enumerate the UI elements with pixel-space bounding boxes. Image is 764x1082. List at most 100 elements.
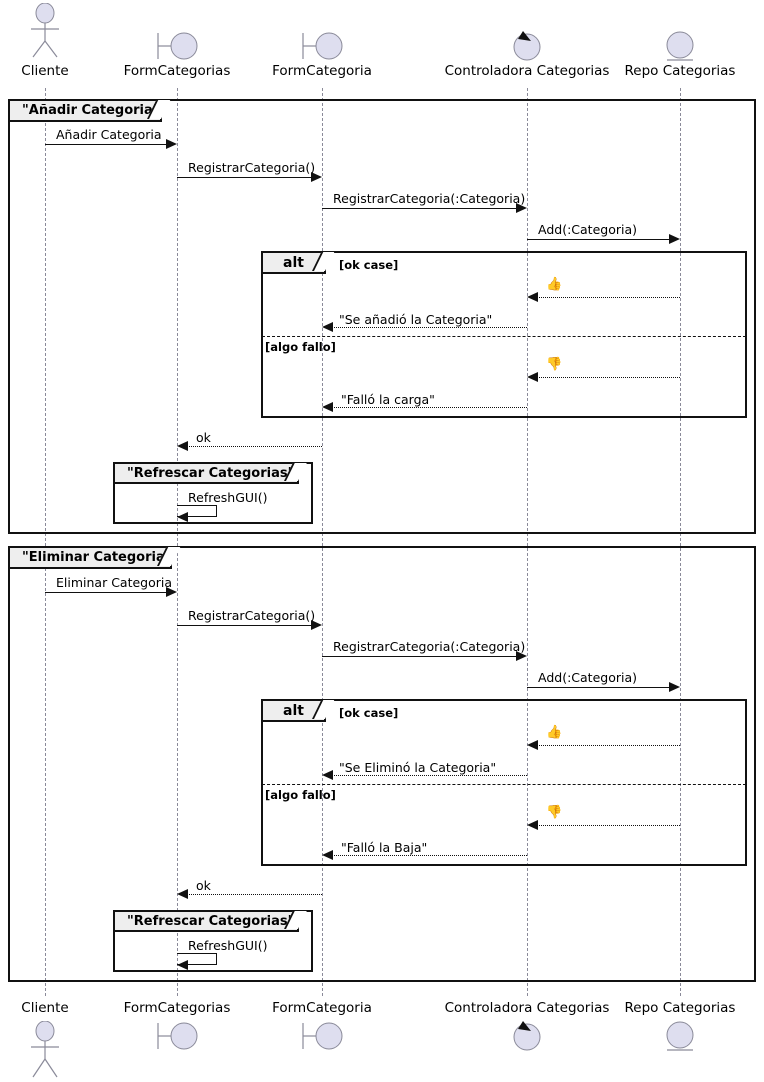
- group-tab-refrescar-1: "Refrescar Categorias": [115, 463, 307, 484]
- message-label-se-elimino: "Se Eliminó la Categoria": [339, 760, 497, 775]
- alt-keyword-label-1: alt: [283, 254, 304, 271]
- thumbs-down-icon-1: 👎: [546, 357, 563, 372]
- alt-frame-1: [261, 251, 747, 418]
- arrowhead-eliminar-categoria: [166, 587, 177, 597]
- participant-label-formcategorias-top: FormCategorias: [123, 63, 231, 79]
- alt-divider-1: [262, 336, 746, 337]
- alt-tab-1: alt: [263, 252, 335, 274]
- message-label-registrar-categoria-param-1: RegistrarCategoria(:Categoria): [333, 191, 526, 206]
- actor-icon-cliente-bottom: [24, 1021, 66, 1078]
- control-icon-controladora-top: [510, 28, 544, 62]
- message-line-add-categoria-1: [527, 239, 669, 240]
- arrowhead-return-ok-2: [527, 740, 538, 750]
- lifeline-formcategoria: [322, 88, 323, 996]
- group-tab-label-refrescar-1: "Refrescar Categorias": [127, 465, 295, 481]
- group-tab-label-eliminar: "Eliminar Categoria": [22, 550, 172, 565]
- arrowhead-return-fail-1: [527, 372, 538, 382]
- message-line-registrar-categoria-param-2: [322, 656, 516, 657]
- alt-guard-ok-2: [ok case]: [339, 706, 399, 720]
- group-frame-anadir-categoria: [8, 99, 756, 534]
- arrowhead-add-categoria-1: [669, 234, 680, 244]
- alt-divider-2: [262, 784, 746, 785]
- arrowhead-registrar-categoria-param-1: [516, 203, 527, 213]
- lifeline-formcategorias: [177, 88, 178, 996]
- return-line-ok-2: [536, 745, 680, 746]
- arrowhead-fallo-carga: [322, 402, 333, 412]
- return-line-se-elimino: [331, 775, 527, 776]
- arrowhead-registrar-categoria-2: [311, 620, 322, 630]
- group-frame-refrescar-1: [113, 462, 313, 524]
- group-frame-eliminar-categoria: [8, 546, 756, 982]
- alt-keyword-label-2: alt: [283, 702, 304, 719]
- group-tab-anadir-categoria: "Añadir Categoria": [10, 100, 171, 122]
- lifeline-cliente: [45, 88, 46, 996]
- message-label-eliminar-categoria: Eliminar Categoria: [56, 575, 173, 590]
- return-line-fail-2: [536, 825, 680, 826]
- participant-label-repo-top: Repo Categorias: [624, 63, 736, 79]
- message-label-anadir-categoria: Añadir Categoria: [56, 127, 162, 142]
- message-label-fallo-baja: "Falló la Baja": [341, 840, 428, 855]
- alt-tab-2: alt: [263, 700, 335, 722]
- arrowhead-registrar-categoria-1: [311, 172, 322, 182]
- arrowhead-ok-2: [177, 889, 188, 899]
- participant-label-formcategorias-bottom: FormCategorias: [123, 1000, 231, 1016]
- group-tab-label-refrescar-2: "Refrescar Categorias": [127, 913, 295, 929]
- group-tab-eliminar-categoria: "Eliminar Categoria": [10, 547, 181, 569]
- arrowhead-fallo-baja: [322, 850, 333, 860]
- alt-frame-2: [261, 699, 747, 866]
- message-label-fallo-carga: "Falló la carga": [341, 392, 435, 407]
- message-line-registrar-categoria-param-1: [322, 208, 516, 209]
- message-label-registrar-categoria-param-2: RegistrarCategoria(:Categoria): [333, 639, 526, 654]
- arrowhead-se-anadio: [322, 322, 333, 332]
- return-line-fail-1: [536, 377, 680, 378]
- group-tab-label-anadir: "Añadir Categoria": [22, 103, 160, 118]
- boundary-icon-formcategorias-top: [154, 30, 200, 62]
- boundary-icon-formcategoria-bottom: [299, 1020, 345, 1052]
- return-line-ok-form-2: [186, 894, 322, 895]
- return-line-fallo-baja: [331, 855, 527, 856]
- message-line-registrar-categoria-1: [177, 177, 311, 178]
- boundary-icon-formcategoria-top: [299, 30, 345, 62]
- message-label-ok-2: ok: [196, 878, 211, 893]
- message-label-refreshgui-2: RefreshGUI(): [188, 938, 268, 953]
- thumbs-down-icon-2: 👎: [546, 805, 563, 820]
- message-label-ok-1: ok: [196, 430, 211, 445]
- participant-label-formcategoria-bottom: FormCategoria: [272, 1000, 372, 1016]
- entity-icon-repo-bottom: [663, 1020, 697, 1054]
- arrowhead-return-fail-2: [527, 820, 538, 830]
- control-icon-controladora-bottom: [510, 1018, 544, 1052]
- message-label-add-categoria-1: Add(:Categoria): [538, 222, 637, 237]
- arrowhead-refreshgui-1: [177, 512, 188, 522]
- message-label-registrar-categoria-2: RegistrarCategoria(): [188, 608, 316, 623]
- message-label-se-anadio: "Se añadió la Categoria": [339, 312, 493, 327]
- participant-label-controladora-bottom: Controladora Categorias: [444, 1000, 610, 1016]
- thumbs-up-icon-2: 👍: [546, 725, 563, 740]
- return-line-ok-form-1: [186, 446, 322, 447]
- participant-label-cliente-bottom: Cliente: [21, 1000, 69, 1016]
- arrowhead-registrar-categoria-param-2: [516, 651, 527, 661]
- arrowhead-anadir-categoria: [166, 139, 177, 149]
- self-call-box-refreshgui-1: [177, 505, 217, 517]
- self-call-box-refreshgui-2: [177, 953, 217, 965]
- message-line-anadir-categoria: [45, 144, 166, 145]
- arrowhead-ok-1: [177, 441, 188, 451]
- boundary-icon-formcategorias-bottom: [154, 1020, 200, 1052]
- arrowhead-se-elimino: [322, 770, 333, 780]
- alt-guard-fail-2: [algo fallo]: [265, 788, 336, 802]
- arrowhead-refreshgui-2: [177, 960, 188, 970]
- participant-label-formcategoria-top: FormCategoria: [272, 63, 372, 79]
- lifeline-controladora: [527, 88, 528, 996]
- alt-guard-fail-1: [algo fallo]: [265, 340, 336, 354]
- participant-label-controladora-top: Controladora Categorias: [444, 63, 610, 79]
- thumbs-up-icon-1: 👍: [546, 277, 563, 292]
- return-line-fallo-carga: [331, 407, 527, 408]
- return-line-se-anadio: [331, 327, 527, 328]
- return-line-ok-1: [536, 297, 680, 298]
- arrowhead-add-categoria-2: [669, 682, 680, 692]
- group-frame-refrescar-2: [113, 910, 313, 972]
- participant-label-repo-bottom: Repo Categorias: [624, 1000, 736, 1016]
- entity-icon-repo-top: [663, 30, 697, 64]
- message-line-registrar-categoria-2: [177, 625, 311, 626]
- group-tab-refrescar-2: "Refrescar Categorias": [115, 911, 307, 932]
